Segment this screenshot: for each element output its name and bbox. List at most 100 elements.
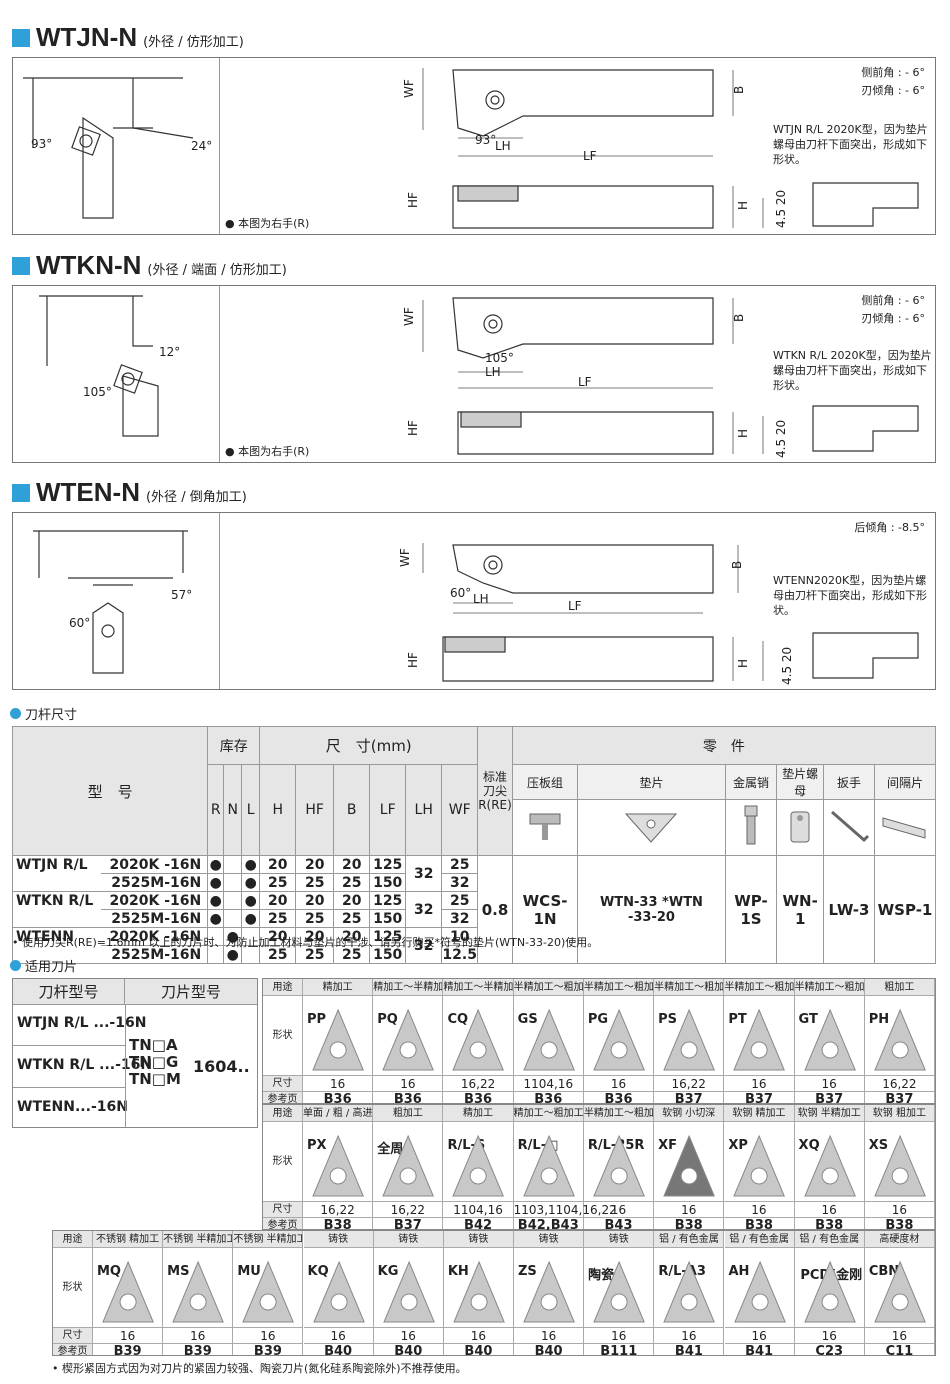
dim-b: B [732,314,746,322]
insert-1[interactable]: 不锈钢 半精加工～粗加工MS16B39 [163,1231,234,1359]
angle-label: 24° [191,139,212,153]
model-cell: 2525M-16N [100,945,209,964]
section-title: WTJN-N [36,22,138,52]
section-subtitle: (外径 / 端面 / 仿形加工) [147,263,287,278]
insert-size: 16 [794,1076,864,1092]
insert-1[interactable]: 精加工～半精加工PQ16B36 [373,979,444,1107]
insert-triangle-icon [593,1134,645,1197]
insert-2[interactable]: 不锈钢 半精加工～粗加工MU16B39 [233,1231,304,1359]
insert-triangle-icon [803,1134,856,1197]
insert-use: 精加工～粗加工 [513,1105,583,1122]
insert-page: C23 [815,1344,844,1359]
part-head: 压板组 [511,764,579,800]
insert-page: B36 [464,1092,493,1107]
dim-b: B [730,561,744,569]
insert-size: 16 [373,1076,443,1092]
part-wrench: LW-3 [822,855,875,964]
series-wtkn: WTKN R/L [12,891,101,910]
insert-use: 粗加工 [373,1105,443,1122]
insert-7[interactable]: 半精加工～粗加工 / 高进给GT16B37 [794,979,865,1107]
insert-name: MU [237,1264,261,1279]
inclination-angle: 刃倾角 : - 6° [861,84,925,97]
label-size: 尺寸 [53,1328,92,1344]
section-subtitle: (外径 / 仿形加工) [143,35,244,50]
insert-6[interactable]: 半精加工～粗加工 / 高进给PT16B37 [724,979,795,1107]
insert-name: AH [728,1264,750,1279]
col-r: R [207,764,225,856]
insert-page: B40 [324,1344,353,1359]
insert-grid-row1: 用途形状尺寸参考页精加工PP16B36精加工～半精加工PQ16B36精加工～半精… [262,978,936,1107]
holder-drawing: 57° 60° 60° WF B LH LF HF H 4.5 20 [33,530,919,685]
insert-use: 不锈钢 半精加工～粗加工 [163,1231,233,1248]
model-cell: 2525M-16N [100,873,209,892]
col-hf: HF [295,764,335,856]
holder-note: WTENN2020K型，因为垫片螺母由刀杆下面突出，形成如下形状。 [773,574,927,617]
insert-triangle-icon [523,1260,575,1323]
label-use: 用途 [263,1105,302,1122]
holder-name: WTENN...-16N [17,1099,128,1115]
insert-4[interactable]: 半精加工～粗加工・低切削R/L-25R16B43 [583,1105,655,1233]
insert-page: B36 [323,1092,352,1107]
insert-page: B43 [604,1218,633,1233]
bullet-icon [10,960,21,971]
insert-triangle-icon [102,1260,154,1323]
part-head: 垫片螺母 [776,764,824,800]
insert-use: 软钢 半精加工 [794,1105,864,1122]
insert-triangle-icon [663,1008,716,1071]
part-image-clamp [511,799,579,856]
dim-hf: HF [406,192,420,208]
insert-use: 精加工～半精加工 [443,979,513,996]
insert-use: 半精加工～粗加工 [513,979,583,996]
insert-size: 16 [373,1328,443,1344]
label-size: 尺寸 [263,1076,302,1092]
angle-label: 105° [485,351,514,365]
insert-4[interactable]: 半精加工～粗加工PG16B36 [583,979,655,1107]
col-h: H [259,764,297,856]
part-head: 金属销 [724,764,778,800]
bullet-icon [10,708,21,719]
dim-45-20: 4.5 20 [774,420,788,458]
part-pin: WP-1S [724,855,778,964]
insert-page: B37 [744,1092,773,1107]
dim-h: H [736,201,750,210]
model-cell: 2020K -16N [100,855,209,874]
part-spacer: WSP-1 [873,855,937,964]
insert-triangle-icon [593,1008,645,1071]
insert-page: B38 [323,1218,352,1233]
col-parts: 零 件 [511,726,937,765]
series-wtjn: WTJN R/L [12,855,101,874]
insert-triangle-icon [803,1008,856,1071]
part-shim: WTN-33 *WTN -33-20 [577,855,726,964]
holder-insert-map: 刀杆型号 刀片型号 WTJN R/L ...-16N WTKN R/L ...-… [12,978,258,1128]
col-wf: WF [441,764,479,856]
insert-name: KG [377,1264,399,1279]
label-use: 用途 [53,1231,92,1248]
label-shape: 形状 [263,1122,302,1202]
col-lh: LH [405,764,443,856]
insert-name: GS [517,1012,538,1027]
insert-size: 16 [93,1328,163,1344]
